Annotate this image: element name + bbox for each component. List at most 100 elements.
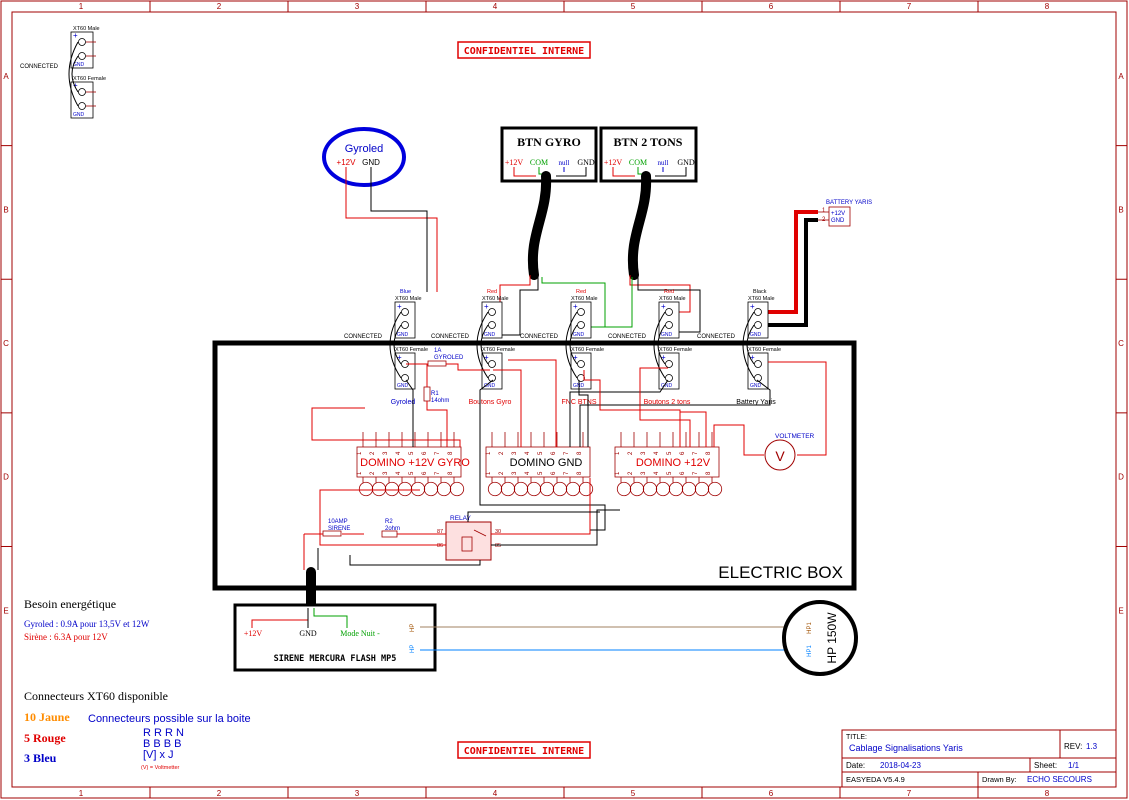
- svg-text:[V] x J: [V] x J: [143, 749, 174, 761]
- connector-female-label: XT60 Female: [395, 347, 428, 353]
- hp-speaker: HP 150W HP1 HP1: [782, 600, 858, 676]
- frame-row-label: E: [1118, 606, 1123, 615]
- legend-male-label: XT60 Male: [73, 26, 100, 32]
- btn-2tons-title: BTN 2 TONS: [614, 135, 683, 149]
- svg-text:+: +: [573, 302, 578, 311]
- svg-text:COM: COM: [629, 158, 647, 167]
- svg-text:COM: COM: [530, 158, 548, 167]
- domino-pin-label: 3: [512, 471, 518, 475]
- resistor-r2: R2 2ohm: [381, 519, 400, 538]
- battery-title: BATTERY YARIS: [826, 200, 872, 206]
- domino-pin-label: 8: [448, 451, 454, 455]
- svg-text:GND: GND: [73, 112, 85, 118]
- connector-male-label: XT60 Male: [395, 296, 422, 302]
- frame-col-label: 4: [493, 2, 498, 11]
- domino-pin-label: 8: [577, 471, 583, 475]
- legend-connected: CONNECTED: [20, 64, 59, 70]
- frame-row-label: A: [3, 72, 9, 81]
- domino-pin-label: 5: [538, 471, 544, 475]
- svg-text:(V) = Voltmetter: (V) = Voltmetter: [141, 765, 180, 771]
- stamp-bottom: CONFIDENTIEL INTERNE: [464, 746, 584, 757]
- domino-label: DOMINO GND: [510, 457, 583, 469]
- connector-female-label: XT60 Female: [659, 347, 692, 353]
- energy-sirene: Sirène : 6.3A pour 12V: [24, 632, 108, 642]
- svg-text:HP1: HP1: [807, 645, 813, 657]
- domino-pin-label: 4: [654, 471, 660, 475]
- svg-text:GND: GND: [397, 332, 409, 338]
- battery-yaris: BATTERY YARIS +12V GND 1 2: [818, 200, 872, 227]
- domino-label: DOMINO +12V: [636, 457, 711, 469]
- connector-connected-label: CONNECTED: [431, 334, 470, 340]
- svg-text:GND: GND: [484, 332, 496, 338]
- frame-col-label: 6: [769, 789, 774, 798]
- frame-col-label: 7: [907, 789, 912, 798]
- stamp-box-bottom: [457, 741, 591, 759]
- svg-text:+: +: [73, 81, 78, 90]
- energy-gyroled: Gyroled : 0.9A pour 13,5V et 12W: [24, 619, 150, 629]
- svg-text:GND: GND: [484, 383, 496, 389]
- frame-col-label: 1: [79, 789, 84, 798]
- svg-text:Sheet:: Sheet:: [1034, 761, 1057, 770]
- domino-pin-label: 2: [370, 451, 376, 455]
- legend-female-label: XT60 Female: [73, 76, 106, 82]
- gyroled-gnd: GND: [362, 158, 380, 167]
- svg-text:R2: R2: [385, 519, 393, 525]
- domino-pin-label: 6: [680, 451, 686, 455]
- connector-male-label: XT60 Male: [571, 296, 598, 302]
- svg-text:GND: GND: [299, 629, 317, 638]
- connector-connected-label: CONNECTED: [608, 334, 647, 340]
- domino-pin-label: 5: [409, 471, 415, 475]
- gyroled-light: Gyroled +12V GND: [322, 127, 406, 187]
- svg-text:B B B B: B B B B: [143, 738, 182, 750]
- cable-2tons: [627, 171, 652, 280]
- domino-label: DOMINO +12V GYRO: [360, 457, 470, 469]
- fuse-sirene: 10AMP SIRENE: [304, 519, 350, 537]
- svg-text:+: +: [661, 302, 666, 311]
- domino-pin-label: 3: [512, 451, 518, 455]
- sirene-title: SIRENE MERCURA FLASH MP5: [274, 654, 397, 664]
- domino-pin-label: 7: [564, 451, 570, 455]
- connector-name: FNC BTNS: [562, 399, 597, 406]
- xt60-jaune: 10 Jaune: [24, 710, 70, 724]
- svg-text:10AMP: 10AMP: [328, 519, 348, 525]
- domino-pin-label: 6: [551, 471, 557, 475]
- domino-pin-label: 5: [667, 451, 673, 455]
- frame-col-label: 5: [631, 2, 636, 11]
- svg-text:GND: GND: [750, 332, 762, 338]
- electric-box-label: ELECTRIC BOX: [718, 563, 843, 582]
- domino-pin-label: 4: [525, 471, 531, 475]
- domino-pin-label: 7: [693, 451, 699, 455]
- domino-pin-label: 2: [499, 471, 505, 475]
- titleblock-title: Cablage Signalisations Yaris: [849, 743, 963, 753]
- svg-text:EASYEDA V5.4.9: EASYEDA V5.4.9: [846, 775, 905, 784]
- domino-pin-label: 2: [370, 471, 376, 475]
- frame-row-label: D: [3, 473, 9, 482]
- btn-2tons: BTN 2 TONS +12V COM null GND: [599, 126, 698, 183]
- connector-color: Red: [487, 289, 497, 295]
- connector-color: Blue: [400, 289, 411, 295]
- energy-title: Besoin energétique: [24, 597, 116, 611]
- domino-pin-label: 3: [641, 471, 647, 475]
- frame-col-label: 2: [217, 2, 222, 11]
- svg-text:ECHO SECOURS: ECHO SECOURS: [1027, 775, 1092, 784]
- connector-female-label: XT60 Female: [748, 347, 781, 353]
- connector-connected-label: CONNECTED: [697, 334, 736, 340]
- svg-text:HP: HP: [410, 645, 416, 653]
- domino-pin-label: 8: [448, 471, 454, 475]
- domino-pin-label: 6: [422, 451, 428, 455]
- domino-pin-label: 5: [667, 471, 673, 475]
- domino-pin-label: 7: [435, 451, 441, 455]
- svg-text:1A: 1A: [434, 348, 441, 354]
- domino-pin-label: 1: [486, 471, 492, 475]
- svg-text:Drawn By:: Drawn By:: [982, 775, 1017, 784]
- svg-text:GND: GND: [677, 158, 695, 167]
- frame-col-label: 8: [1045, 789, 1050, 798]
- connector-color: Red: [576, 289, 586, 295]
